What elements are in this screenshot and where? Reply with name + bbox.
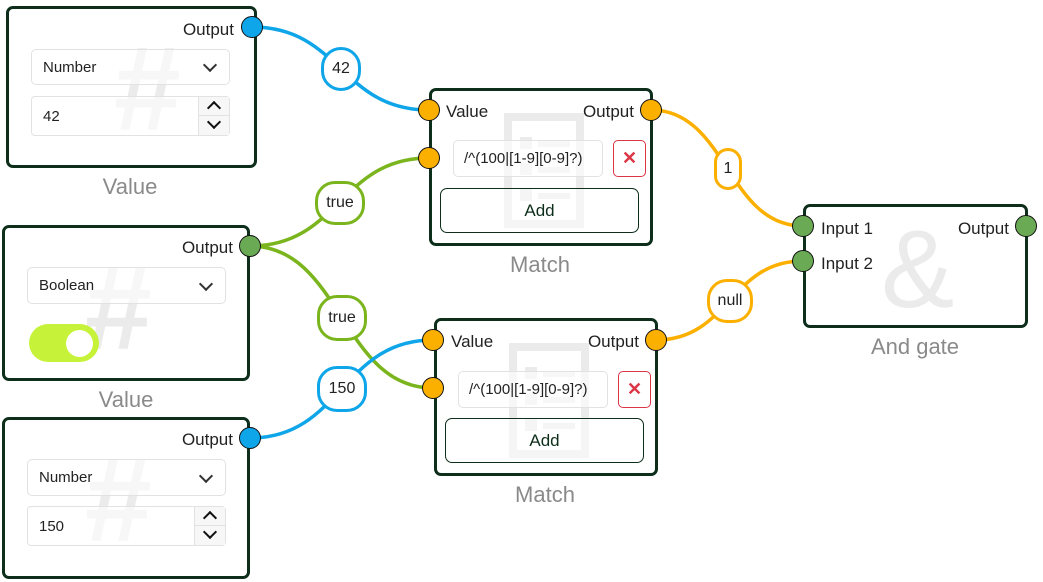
pattern-value: /^(100|[1-9][0-9]?) (464, 150, 583, 167)
value-node-2[interactable]: # Output Boolean (2, 225, 250, 381)
type-select-value: Number (39, 469, 93, 486)
type-select-value: Number (43, 58, 97, 76)
add-label: Add (524, 200, 555, 220)
chevron-down-icon (202, 57, 218, 73)
and-input1-port[interactable] (792, 215, 814, 237)
output-label: Output (957, 219, 1009, 238)
type-select[interactable]: Number (31, 49, 230, 85)
node-title: Match (515, 482, 575, 507)
remove-pattern-button[interactable]: ✕ (618, 371, 651, 408)
output-label: Output (582, 102, 634, 121)
type-select-value: Boolean (39, 277, 95, 294)
type-select[interactable]: Number (27, 459, 226, 496)
input2-label: Input 2 (821, 254, 873, 273)
and-input2-port[interactable] (792, 250, 814, 272)
match1-value-port[interactable] (418, 99, 440, 121)
value-input-label: Value (446, 102, 489, 121)
and-gate-node[interactable]: & Input 1 Input 2 Output (803, 204, 1028, 328)
value-node-3[interactable]: # Output Number 150 (2, 417, 250, 579)
edge-label-badge: true (315, 181, 365, 225)
node-title: Value (102, 174, 158, 199)
pattern-value: /^(100|[1-9][0-9]?) (469, 381, 588, 398)
node-title: Match (510, 252, 570, 277)
edge-label-badge: true (317, 295, 367, 341)
output-label: Output (181, 430, 233, 449)
ampersand-watermark-icon: & (881, 208, 955, 331)
pattern-input[interactable]: /^(100|[1-9][0-9]?) (458, 371, 608, 408)
edge-label-badge: 150 (317, 366, 367, 412)
output-label: Output (587, 332, 639, 351)
value-input-label: Value (451, 332, 494, 351)
toggle-knob (66, 330, 93, 357)
pattern-input[interactable]: /^(100|[1-9][0-9]?) (453, 140, 603, 177)
edge-label-badge: null (707, 279, 753, 323)
value-node-1[interactable]: # Output Number 42 (6, 6, 257, 168)
value3-output-port[interactable] (239, 427, 261, 449)
number-value: 150 (39, 517, 65, 535)
output-label: Output (182, 20, 234, 39)
match1-output-port[interactable] (640, 99, 662, 121)
add-label: Add (529, 430, 560, 450)
match2-pattern-port[interactable] (422, 377, 444, 399)
match2-output-port[interactable] (645, 329, 667, 351)
value2-output-port[interactable] (239, 235, 261, 257)
value1-output-port[interactable] (241, 16, 263, 38)
input1-label: Input 1 (821, 219, 873, 238)
output-label: Output (181, 238, 233, 257)
decrement-button[interactable] (195, 526, 225, 545)
type-select[interactable]: Boolean (27, 267, 226, 304)
chevron-down-icon (198, 276, 214, 291)
node-title: Value (98, 387, 154, 412)
edge-label-badge: 42 (321, 47, 361, 91)
increment-button[interactable] (199, 97, 229, 116)
and-output-port[interactable] (1015, 215, 1037, 237)
chevron-down-icon (198, 468, 214, 483)
match1-pattern-port[interactable] (418, 147, 440, 169)
boolean-toggle[interactable] (29, 324, 99, 362)
number-input[interactable]: 42 (31, 96, 230, 136)
close-icon: ✕ (621, 148, 638, 168)
edge-label-badge: 1 (714, 148, 742, 190)
match-node-2[interactable]: Value Output /^(100|[1-9][0-9]?) ✕ Add (434, 318, 658, 476)
remove-pattern-button[interactable]: ✕ (613, 140, 646, 177)
number-input[interactable]: 150 (27, 506, 226, 546)
increment-button[interactable] (195, 507, 225, 526)
node-title: And gate (870, 334, 960, 359)
match-node-1[interactable]: Value Output /^(100|[1-9][0-9]?) ✕ Add (429, 88, 653, 246)
add-pattern-button[interactable]: Add (445, 418, 644, 463)
match2-value-port[interactable] (422, 329, 444, 351)
decrement-button[interactable] (199, 116, 229, 135)
close-icon: ✕ (626, 379, 643, 399)
number-value: 42 (43, 107, 60, 125)
add-pattern-button[interactable]: Add (440, 188, 639, 233)
